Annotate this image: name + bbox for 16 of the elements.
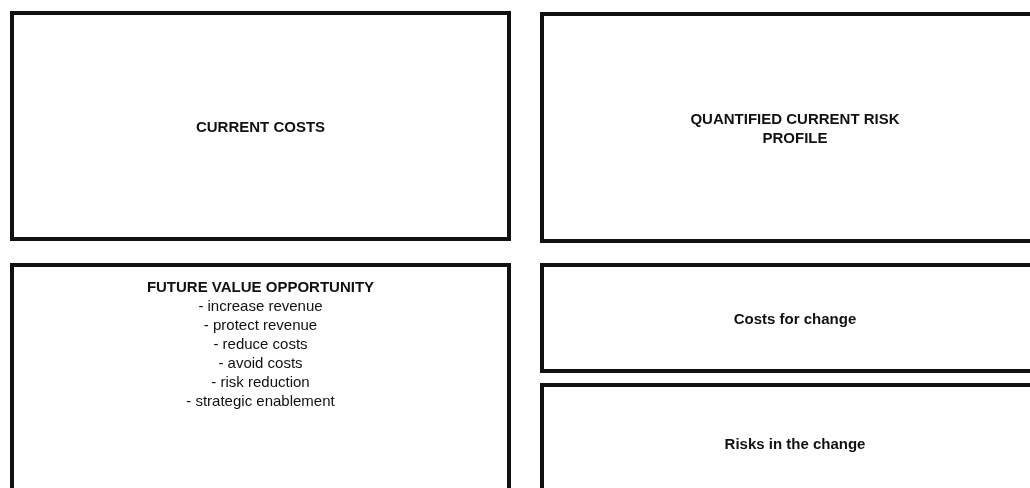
list-item: - reduce costs: [213, 334, 308, 353]
text-box: [540, 12, 1030, 243]
list-item: - protect revenue: [203, 315, 318, 334]
text-box: [10, 11, 511, 241]
box-heading: FUTURE VALUE OPPORTUNITY: [146, 277, 375, 296]
text-box: [540, 383, 1030, 488]
box-heading: CURRENT COSTS: [195, 116, 326, 136]
box-heading: Risks in the change: [724, 433, 866, 453]
text-box: [540, 263, 1030, 373]
list-item: - avoid costs: [218, 353, 303, 372]
box-heading: Costs for change: [733, 308, 857, 328]
box-heading: QUANTIFIED CURRENT RISK PROFILE: [689, 108, 901, 147]
list-item: - strategic enablement: [186, 391, 335, 410]
text-box: [10, 263, 511, 488]
list-item: - increase revenue: [198, 296, 323, 315]
list-item: - risk reduction: [211, 372, 310, 391]
